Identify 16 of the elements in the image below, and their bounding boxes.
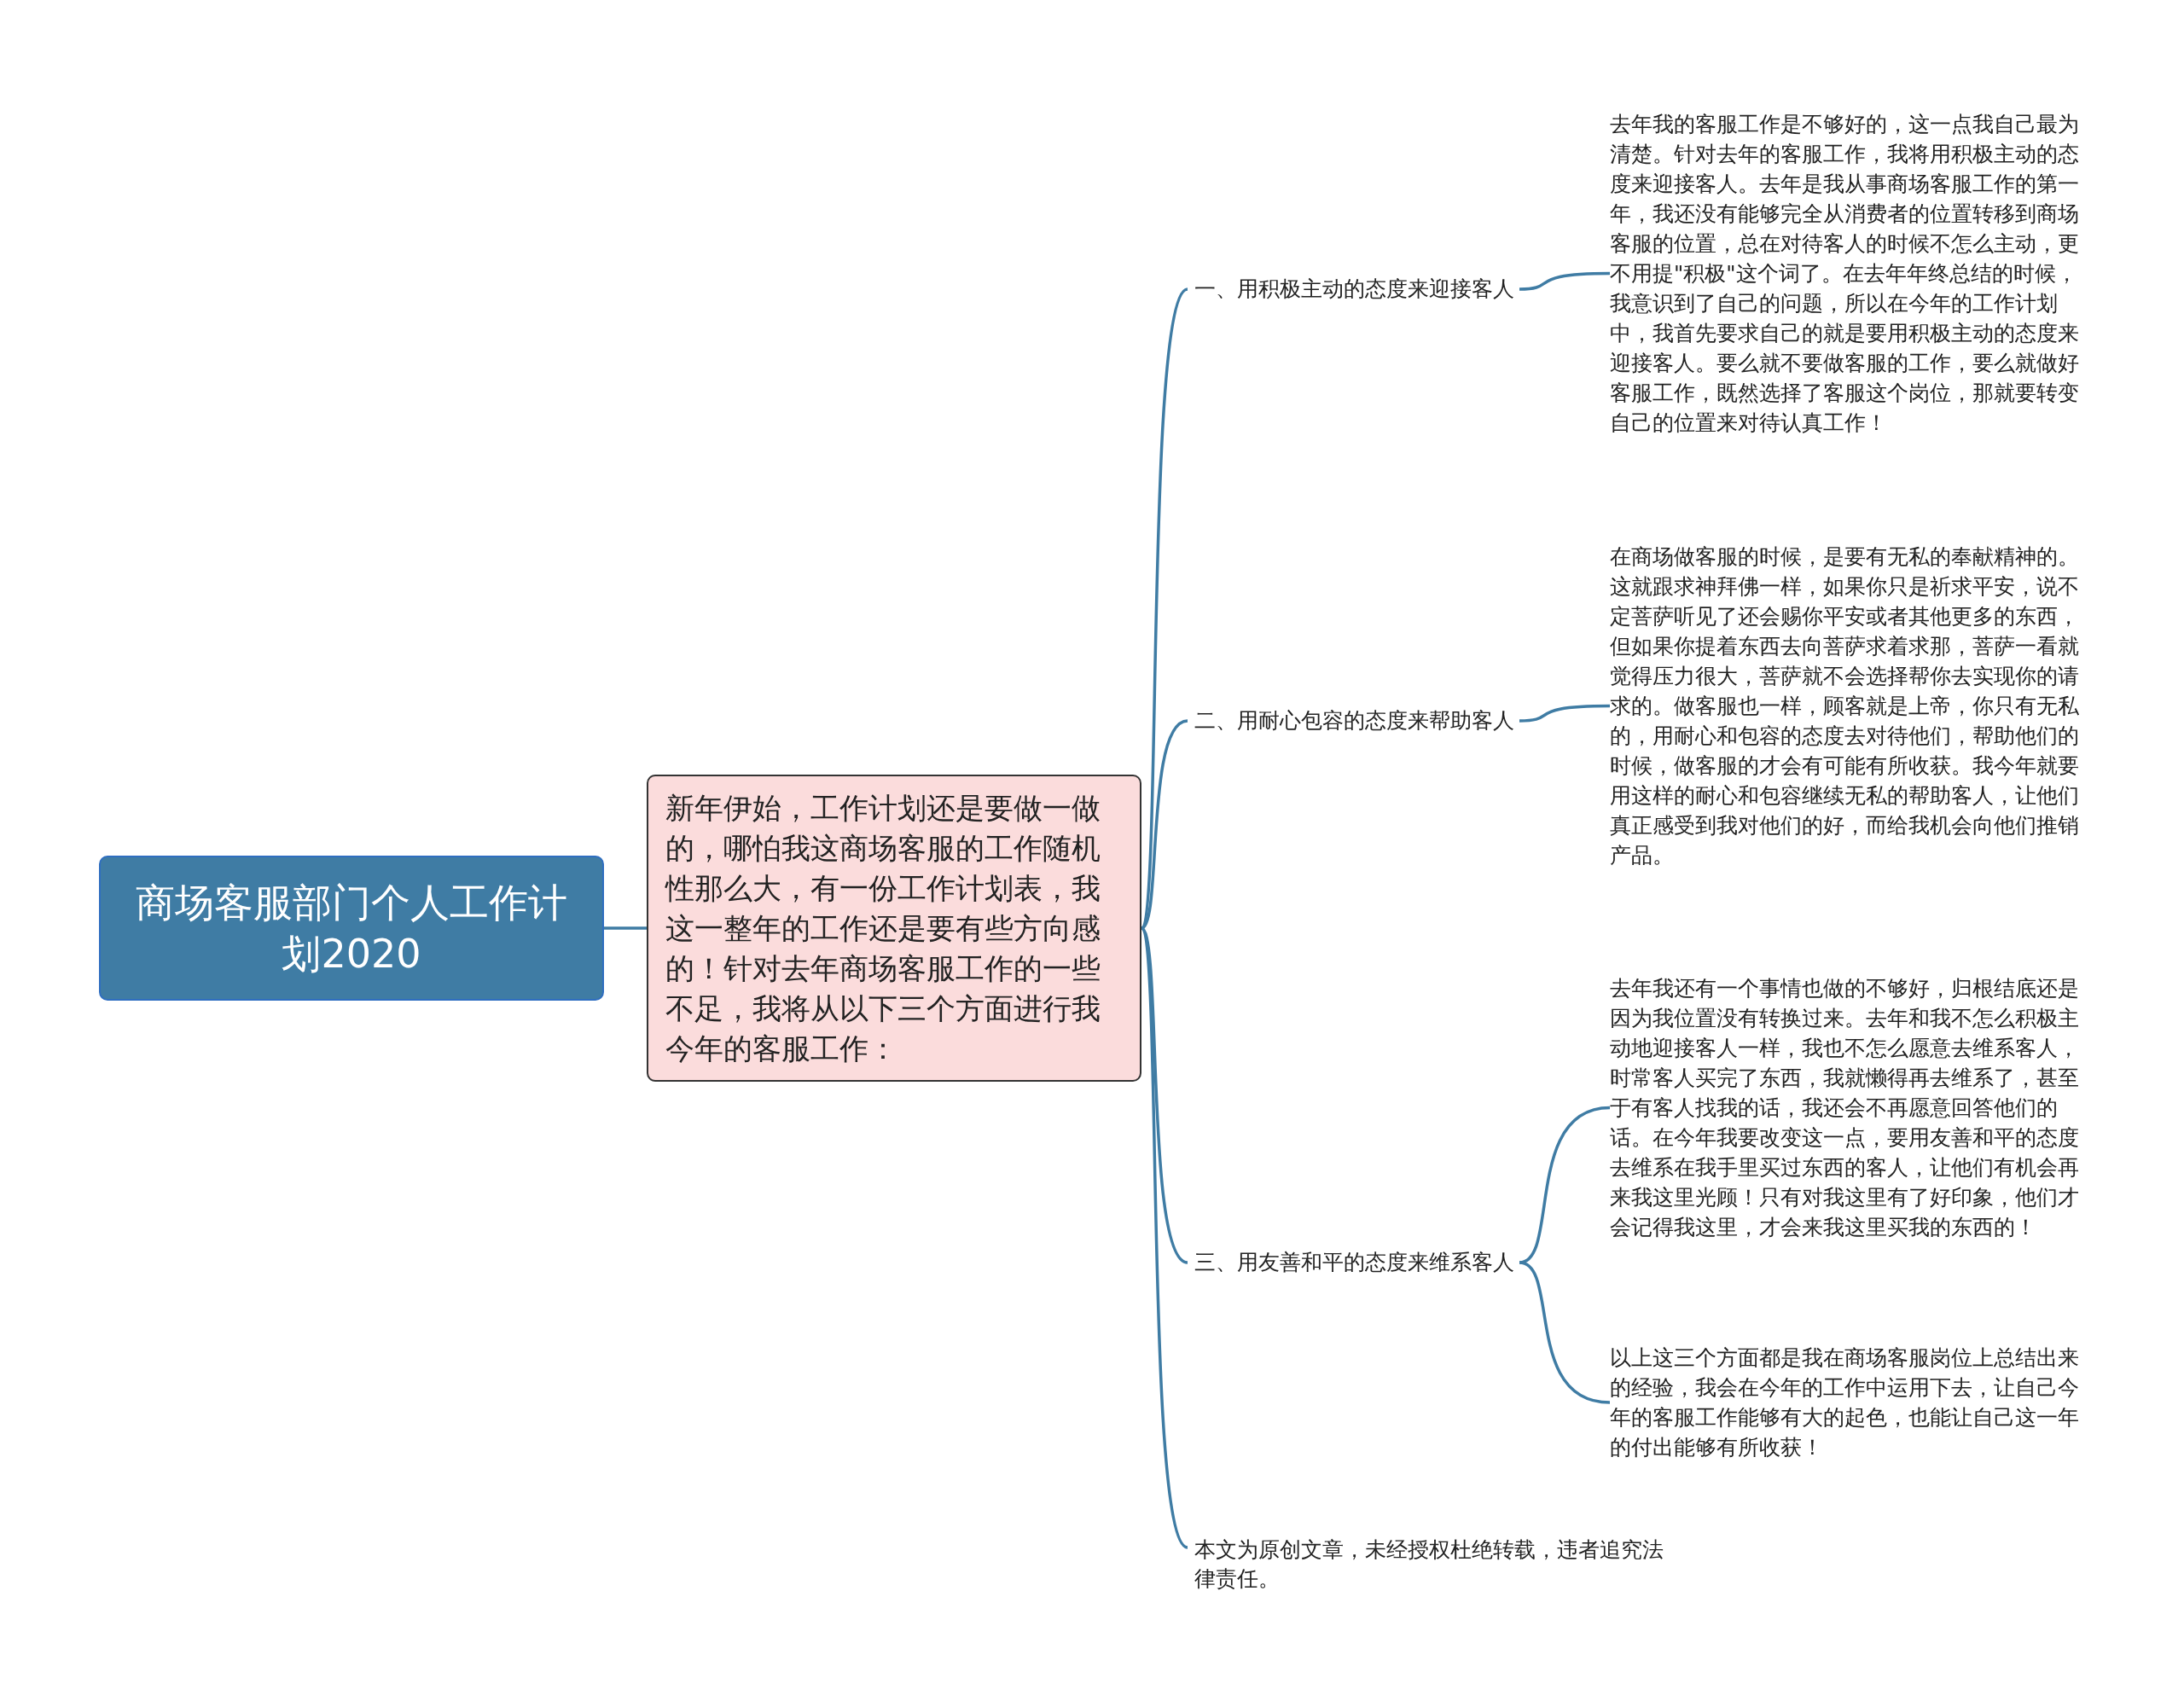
connector-line bbox=[1519, 704, 1611, 723]
branch-label: 二、用耐心包容的态度来帮助客人 bbox=[1194, 706, 1514, 735]
branch-label: 三、用友善和平的态度来维系客人 bbox=[1194, 1248, 1514, 1277]
note-text: 本文为原创文章，未经授权杜绝转载，违者追究法律责任。 bbox=[1194, 1536, 1672, 1594]
topic-box: 新年伊始，工作计划还是要做一做的，哪怕我这商场客服的工作随机性那么大，有一份工作计划表，我这一整年的工作还是要有些方向感的！针对去年商场客服工作的一些不足，我将从以下三个方面进行我今年的客服工作： bbox=[647, 775, 1141, 1082]
connector-line bbox=[1519, 1261, 1611, 1404]
connector-line bbox=[1140, 287, 1189, 929]
paragraph-text: 去年我还有一个事情也做的不够好，归根结底还是因为我位置没有转换过来。去年和我不怎么积极主动地迎接客人一样，我也不怎么愿意去维系客人，时常客人买完了东西，我就懒得再去维系了，甚至于有客人找我的话，我还会不再愿意回答他们的话。在今年我要改变这一点，要用友善和平的态度去维系在我手里买过东西的客人，让他们有机会再来我这里光顾！只有对我这里有了好印象，他们才会记得我这里，才会来我这里买我的东西的！ bbox=[1610, 973, 2088, 1242]
paragraph-text: 去年我的客服工作是不够好的，这一点我自己最为清楚。针对去年的客服工作，我将用积极主动的态度来迎接客人。去年是我从事商场客服工作的第一年，我还没有能够完全从消费者的位置转移到商场客服的位置，总在对待客人的时候不怎么主动，更不用提"积极"这个词了。在去年年终总结的时候，我意识到了自己的问题，所以在今年的工作计划中，我首先要求自己的就是要用积极主动的态度来迎接客人。要么就不要做客服的工作，要么就做好客服工作，既然选择了客服这个岗位，那就要转变自己的位置来对待认真工作！ bbox=[1610, 109, 2088, 438]
connector-line bbox=[604, 926, 647, 930]
paragraph-text: 在商场做客服的时候，是要有无私的奉献精神的。这就跟求神拜佛一样，如果你只是祈求平安，说不定菩萨听见了还会赐你平安或者其他更多的东西，但如果你提着东西去向菩萨求着求那，菩萨一看就觉得压力很大，菩萨就不会选择帮你去实现你的请求的。做客服也一样，顾客就是上帝，你只有无私的，用耐心和包容的态度去对待他们，帮助他们的时候，做客服的才会有可能有所收获。我今年就要用这样的耐心和包容继续无私的帮助客人，让他们真正感受到我对他们的好，而给我机会向他们推销产品。 bbox=[1610, 542, 2088, 870]
paragraph-text: 以上这三个方面都是我在商场客服岗位上总结出来的经验，我会在今年的工作中运用下去，让自己今年的客服工作能够有大的起色，也能让自己这一年的付出能够有所收获！ bbox=[1610, 1343, 2088, 1462]
branch-label: 一、用积极主动的态度来迎接客人 bbox=[1194, 275, 1514, 304]
connector-line bbox=[1519, 271, 1611, 291]
connector-line bbox=[1140, 927, 1189, 1549]
root-topic-box: 商场客服部门个人工作计划2020 bbox=[99, 856, 604, 1001]
